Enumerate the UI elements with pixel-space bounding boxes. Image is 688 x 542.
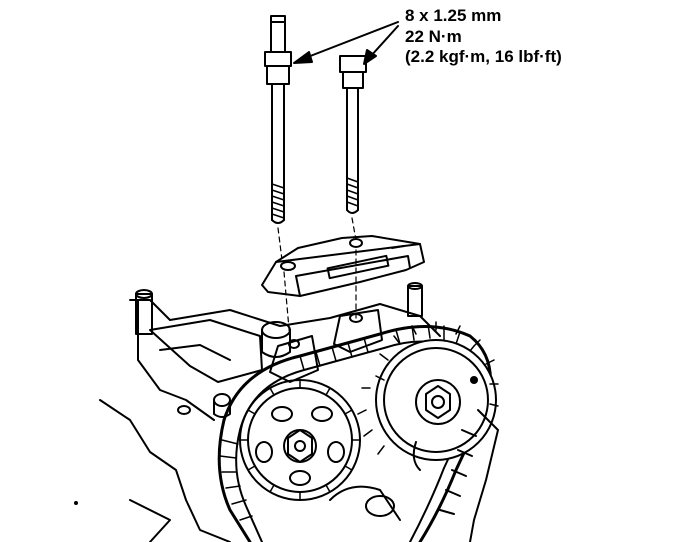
cylinder-head (99, 282, 441, 542)
camshaft-sprocket-right (357, 321, 499, 471)
chain-tensioner (439, 409, 499, 542)
dot-mark (74, 501, 78, 505)
timing-chain (217, 323, 492, 542)
long-bolt-right (339, 55, 367, 241)
camshaft-sprocket-left (239, 379, 361, 501)
chain-guide-bracket (261, 235, 425, 297)
callout-arrows (293, 21, 399, 65)
long-bolt-left (264, 15, 292, 269)
